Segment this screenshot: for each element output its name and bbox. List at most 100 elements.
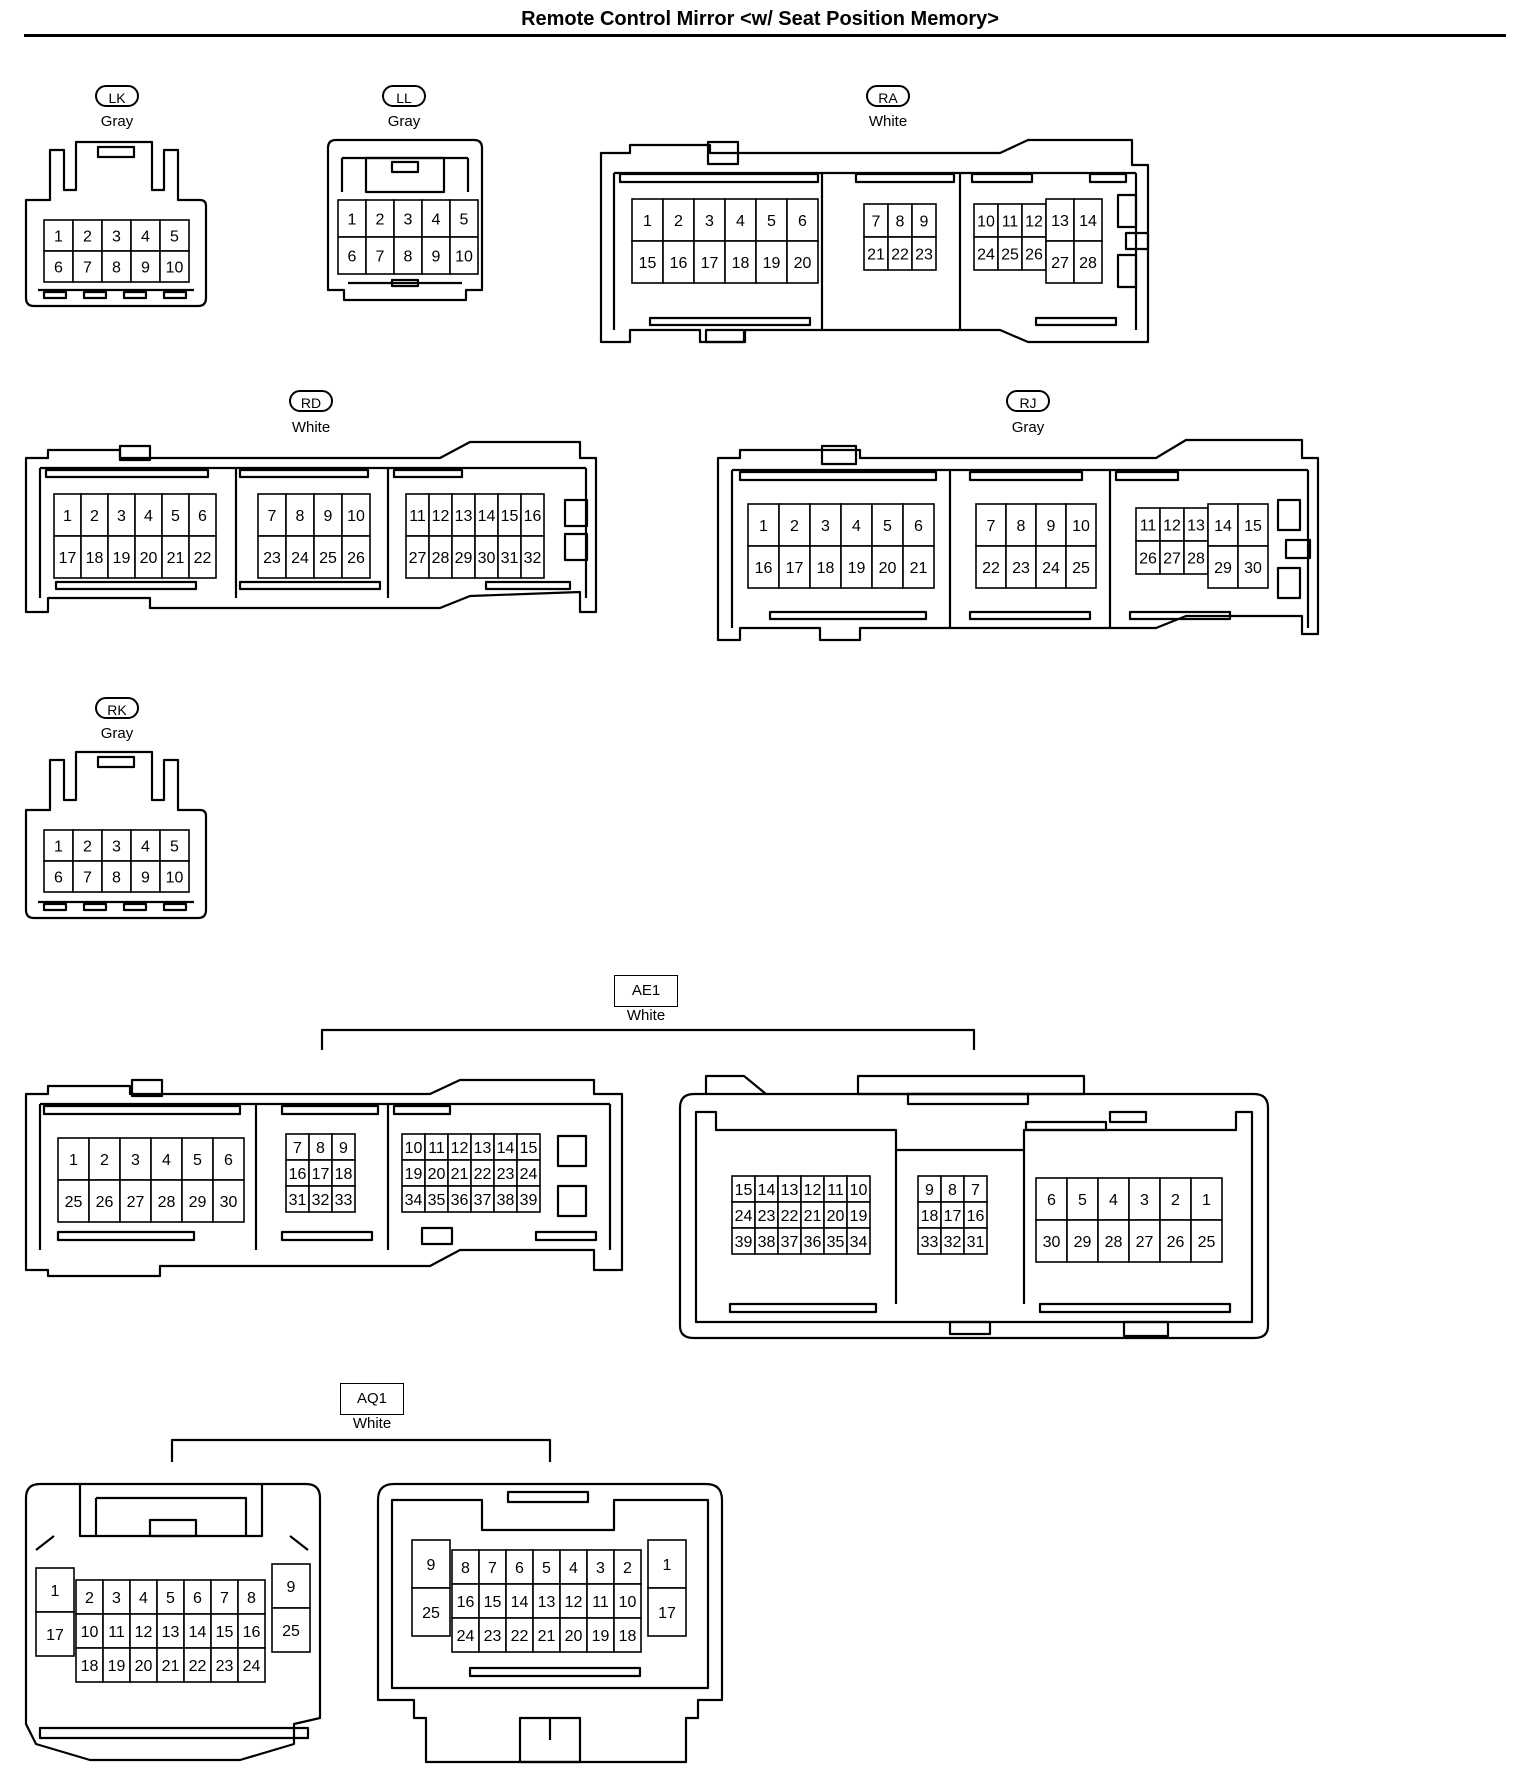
pin-cell — [72, 250, 103, 283]
pin-number: 22 — [189, 1658, 207, 1675]
pin-number: 11 — [1002, 214, 1019, 231]
pin-number: 8 — [316, 1140, 325, 1157]
connector-body-lk — [24, 140, 208, 308]
connector-color-rk: Gray — [100, 725, 134, 742]
pin-number: 16 — [457, 1594, 475, 1611]
pin-cell — [662, 198, 695, 242]
pin-number: 25 — [1072, 560, 1090, 577]
pin-cell — [1159, 1177, 1192, 1221]
pin-number: 4 — [144, 508, 153, 525]
pin-number: 16 — [524, 508, 542, 525]
pin-cell — [285, 535, 315, 579]
pin-cell — [1073, 240, 1103, 284]
pin-number: 1 — [663, 1557, 672, 1574]
pin-number: 10 — [405, 1140, 423, 1157]
pin-number: 4 — [162, 1152, 171, 1169]
pin-number: 6 — [54, 260, 63, 277]
pin-number: 7 — [83, 870, 92, 887]
pin-number: 19 — [850, 1208, 868, 1225]
pin-cell — [257, 535, 287, 579]
pin-cell — [693, 240, 726, 284]
pin-number: 11 — [409, 508, 426, 525]
pin-cell — [871, 545, 904, 589]
connector-body-rj — [716, 438, 1320, 642]
pin-number: 3 — [596, 1560, 605, 1577]
pin-number: 6 — [224, 1152, 233, 1169]
pin-number: 6 — [798, 213, 807, 230]
pin-number: 27 — [127, 1194, 145, 1211]
pin-number: 8 — [896, 214, 905, 231]
pin-cell — [183, 1579, 212, 1615]
pin-group-aq1m-r: 925 — [271, 1563, 311, 1653]
pin-cell — [159, 250, 190, 283]
pin-number: 29 — [189, 1194, 207, 1211]
pin-cell — [80, 535, 109, 579]
pin-cell — [449, 199, 479, 238]
pin-number: 17 — [944, 1208, 962, 1225]
pin-number: 12 — [135, 1624, 153, 1641]
pin-number: 2 — [83, 229, 92, 246]
pin-cell — [188, 493, 217, 537]
connector-body-aq1-male — [24, 1482, 322, 1762]
pin-number: 30 — [1244, 560, 1262, 577]
pin-number: 18 — [619, 1628, 637, 1645]
pin-number: 10 — [81, 1624, 99, 1641]
pin-number: 18 — [817, 560, 835, 577]
pin-number: 13 — [1187, 518, 1205, 535]
pin-number: 10 — [1072, 518, 1090, 535]
pin-number: 21 — [162, 1658, 180, 1675]
pin-number: 24 — [1042, 560, 1060, 577]
pin-number: 27 — [409, 550, 427, 567]
pin-number: 17 — [312, 1166, 330, 1183]
pin-number: 6 — [1047, 1192, 1056, 1209]
pin-number: 19 — [763, 255, 781, 272]
pin-cell — [365, 199, 395, 238]
pin-number: 21 — [804, 1208, 822, 1225]
pin-number: 8 — [948, 1182, 957, 1199]
pin-number: 14 — [189, 1624, 207, 1641]
pin-number: 7 — [872, 214, 881, 231]
pin-cell — [1045, 240, 1075, 284]
pin-cell — [478, 1617, 507, 1653]
pin-cell — [337, 236, 367, 275]
pin-number: 21 — [910, 560, 928, 577]
pin-cell — [846, 1227, 871, 1255]
pin-number: 35 — [827, 1234, 845, 1251]
pin-number: 14 — [511, 1594, 529, 1611]
pin-cell — [134, 535, 163, 579]
pin-cell — [72, 860, 103, 893]
pin-cell — [210, 1647, 239, 1683]
pin-number: 6 — [914, 518, 923, 535]
pin-number: 28 — [1187, 551, 1205, 568]
pin-number: 28 — [1079, 255, 1097, 272]
pin-number: 30 — [1043, 1234, 1061, 1251]
pin-number: 35 — [428, 1192, 446, 1209]
pin-number: 10 — [977, 214, 995, 231]
connector-color-lk: Gray — [100, 113, 134, 130]
pin-number: 21 — [538, 1628, 556, 1645]
pin-cell — [1128, 1219, 1161, 1263]
pin-number: 15 — [520, 1140, 538, 1157]
pin-cell — [1097, 1219, 1130, 1263]
pin-number: 11 — [108, 1624, 125, 1641]
pin-number: 28 — [1105, 1234, 1123, 1251]
pin-number: 24 — [457, 1628, 475, 1645]
pin-number: 12 — [432, 508, 450, 525]
pin-number: 28 — [432, 550, 450, 567]
pin-number: 15 — [484, 1594, 502, 1611]
pin-number: 23 — [484, 1628, 502, 1645]
pin-number: 8 — [461, 1560, 470, 1577]
pin-number: 9 — [141, 260, 150, 277]
connector-code-aq1: AQ1 — [340, 1383, 404, 1415]
pin-cell — [411, 1587, 451, 1637]
pin-group-aq1f-l: 925 — [411, 1539, 451, 1637]
pin-number: 2 — [85, 1590, 94, 1607]
pin-number: 26 — [1139, 551, 1157, 568]
connector-color-ra: White — [868, 113, 908, 130]
pin-number: 8 — [1017, 518, 1026, 535]
pin-number: 27 — [1163, 551, 1181, 568]
